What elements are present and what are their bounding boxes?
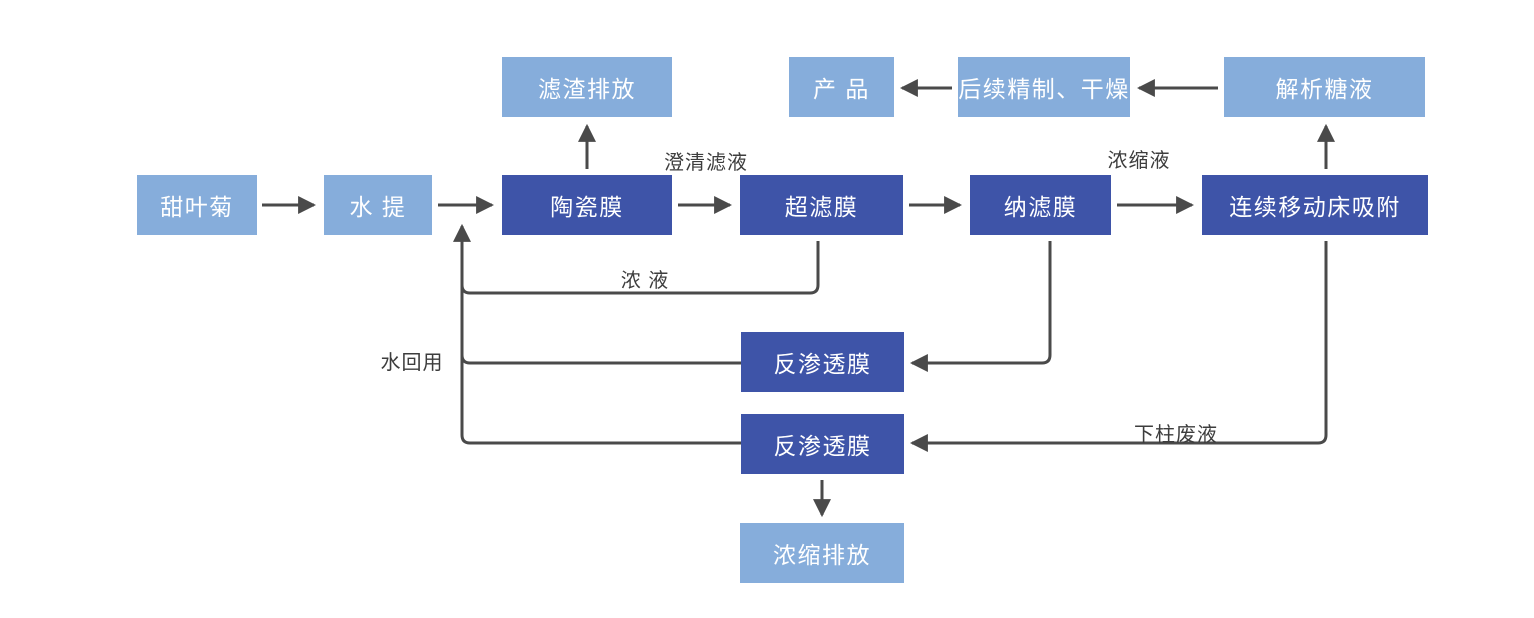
node-water-extraction: 水 提: [324, 175, 432, 235]
edge-label-clarified-filtrate: 澄清滤液: [664, 152, 748, 174]
edge-ro1-water-reuse: [460, 348, 741, 365]
node-stevia: 甜叶菊: [137, 175, 257, 235]
node-ultrafiltration: 超滤膜: [740, 175, 903, 235]
node-moving-bed-adsorption: 连续移动床吸附: [1202, 175, 1428, 235]
node-ceramic-membrane: 陶瓷膜: [502, 175, 672, 235]
node-reverse-osmosis-2: 反渗透膜: [741, 414, 904, 474]
node-nanofiltration: 纳滤膜: [970, 175, 1111, 235]
node-product: 产 品: [789, 57, 894, 117]
edge-label-concentrated-liquid: 浓缩液: [1107, 150, 1171, 172]
node-reverse-osmosis-1: 反渗透膜: [741, 332, 904, 392]
node-desorbed-syrup: 解析糖液: [1224, 57, 1425, 117]
node-refining-drying: 后续精制、干燥: [958, 57, 1130, 117]
edge-ro2-water-reuse-to-feed: [453, 223, 741, 445]
node-residue-discharge: 滤渣排放: [502, 57, 672, 117]
edge-label-retentate: 浓 液: [620, 270, 670, 292]
edge-nanofiltration-to-ro1: [909, 241, 1052, 372]
edge-label-column-waste: 下柱废液: [1134, 424, 1218, 446]
node-concentrate-discharge: 浓缩排放: [740, 523, 904, 583]
edge-label-water-reuse: 水回用: [380, 352, 444, 374]
edge-moving-bed-waste-to-ro2: [909, 241, 1328, 452]
